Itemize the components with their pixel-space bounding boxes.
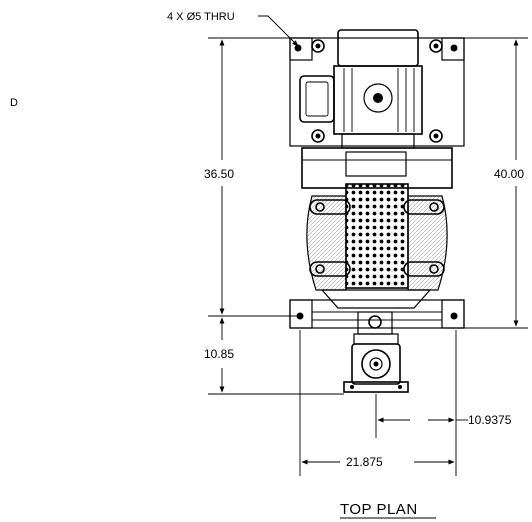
dimension-overall-width: 21.875 (299, 330, 455, 476)
callout-leader-line (258, 15, 299, 47)
outlet-flange-plate (343, 381, 409, 393)
mounting-hole-note: 4 X Ø5 THRU (167, 11, 235, 23)
top-frame-outline (289, 37, 465, 147)
motor-terminal-box (299, 75, 335, 123)
pump-lower-housing (320, 289, 432, 309)
dimension-right-vertical: 40.00 (464, 37, 528, 329)
dimension-outlet-horizontal-value: 10.9375 (468, 413, 512, 427)
view-title-block: TOP PLAN (340, 501, 436, 519)
upper-right-clamp (403, 199, 445, 215)
mounting-foot-bottom-left (289, 299, 313, 329)
outlet-flange-body (351, 343, 401, 385)
dimension-outlet-offset: 10.85 (204, 317, 344, 395)
motor (299, 29, 423, 149)
bolt-mid-right (429, 129, 443, 143)
view-title: TOP PLAN (340, 501, 418, 518)
upper-left-clamp (309, 199, 351, 215)
bolt-top-left (311, 39, 325, 53)
top-base-frame (289, 37, 465, 147)
bottom-frame-outline (289, 299, 465, 329)
lower-left-clamp (309, 261, 351, 277)
bottom-base-frame (289, 299, 465, 329)
dimension-outlet-offset-value: 10.85 (204, 347, 234, 361)
motor-shaft-end (363, 83, 393, 113)
dimension-left-vertical: 36.50 (204, 37, 300, 317)
dimension-left-vertical-value: 36.50 (204, 167, 234, 181)
motor-fan-cover (337, 29, 419, 67)
pump-manifold (301, 147, 453, 189)
discharge-outlet (343, 311, 409, 393)
dimension-overall-width-value: 21.875 (346, 455, 383, 469)
outlet-port (361, 349, 391, 379)
mounting-hole-bottom-right (450, 312, 458, 320)
dimension-outlet-horizontal: 10.9375 (375, 330, 512, 476)
mounting-foot-bottom-right (441, 299, 465, 329)
pump-chamber (301, 147, 453, 309)
pump-assembly (289, 29, 465, 393)
mounting-hole-callout: 4 X Ø5 THRU (167, 11, 299, 47)
bolt-mid-left (311, 129, 325, 143)
dimension-right-vertical-value: 40.00 (494, 167, 524, 181)
lower-right-clamp (403, 261, 445, 277)
center-ventilation-grill (346, 184, 408, 288)
bolt-top-right (429, 39, 443, 53)
mounting-hole-top-right (450, 44, 458, 52)
mounting-hole-top-left (294, 44, 302, 52)
sheet-zone-letter: D (10, 97, 18, 109)
